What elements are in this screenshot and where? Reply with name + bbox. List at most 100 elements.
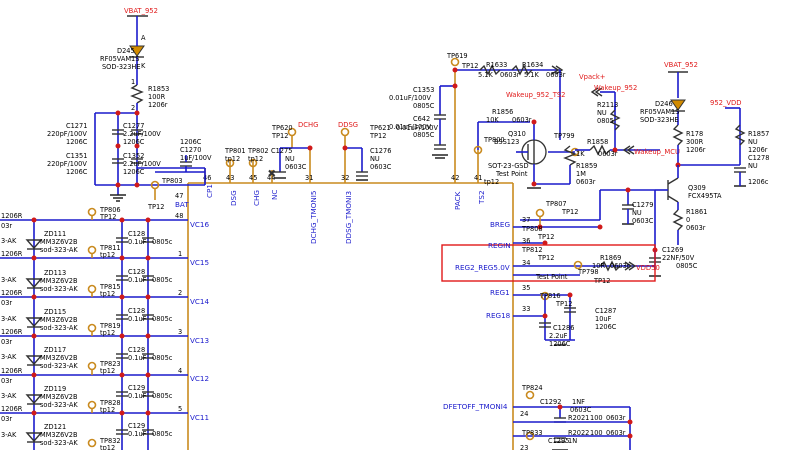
r1869-value: 10R <box>592 262 605 270</box>
net-wakeup-952-ts2: Wakeup_952_TS2 <box>506 91 566 99</box>
pin-label-cp1: CP1 <box>205 184 214 198</box>
zd121-value: MM3Z6V2B <box>40 431 78 439</box>
r2021-pkg: 0603r <box>606 414 626 422</box>
c128b-ref: C128 <box>128 268 145 276</box>
pack-network <box>432 57 660 189</box>
r2113-ref: R2113 <box>597 101 618 109</box>
pin-label-vc11: VC11 <box>190 413 209 422</box>
pin-label-reg1: REG1 <box>490 288 510 297</box>
c1275-ref: C1275 <box>271 147 292 155</box>
net-952-vdd: 952_VDD <box>710 99 742 107</box>
test-point-label: Test Point <box>535 273 568 281</box>
tp801-type: tp12 <box>225 155 240 163</box>
c642-ref: C642 <box>413 115 430 123</box>
tp816-ref: TP816 <box>539 292 561 300</box>
c1278-pkg: 1206c <box>748 178 769 186</box>
tp806-ref: TP806 <box>99 206 121 214</box>
c1351-pkg: 1206C <box>66 168 88 176</box>
r2021-ref: R2021 <box>568 414 589 422</box>
zd121-ref: ZD121 <box>44 423 66 431</box>
tp828-type: tp12 <box>100 406 115 414</box>
c1278-ref: C1278 <box>748 154 769 162</box>
zd113-value: MM3Z6V2B <box>40 277 78 285</box>
c1269-ref: C1269 <box>662 246 683 254</box>
c1277-value: 2.2uF/100V <box>123 130 161 138</box>
left-03r-2: 03r <box>1 299 12 307</box>
c1353-value: 0.01uF/100V <box>389 94 431 102</box>
pin-label-pack: PACK <box>453 191 462 210</box>
r1859-ref: R1859 <box>576 162 597 170</box>
r2113-value: NU <box>597 109 607 117</box>
d245-pkg: SOD-323HE <box>102 63 141 71</box>
tp799-ref: TP799 <box>553 132 575 140</box>
c128a-ref: C128 <box>128 230 145 238</box>
zd115-ref: ZD115 <box>44 308 66 316</box>
pin-number-37: 37 <box>522 216 530 224</box>
pin-number-47: 47 <box>175 192 183 200</box>
r1861-value: 0 <box>686 216 690 224</box>
tp801-ref: TP801 <box>224 147 246 155</box>
c1275-value: NU <box>285 155 295 163</box>
pin-label-vc15: VC15 <box>190 258 209 267</box>
pin-label-bat: BAT <box>175 200 189 209</box>
c1271-ref: C1271 <box>66 122 87 130</box>
net-vdd50: VDD50 <box>636 264 660 272</box>
left-03r-4: 03r <box>1 377 12 385</box>
c1279-pkg: 0603C <box>632 217 654 225</box>
c128b-value: 0.1uF <box>128 276 147 284</box>
zd117-value: MM3Z6V2B <box>40 354 78 362</box>
zd113-ref: ZD113 <box>44 269 66 277</box>
r1856-value: 10K <box>486 116 499 124</box>
net-vpack: Vpack+ <box>579 73 606 81</box>
zd117-ref: ZD117 <box>44 346 66 354</box>
tp815-type: tp12 <box>100 290 115 298</box>
c1351-ref: C1351 <box>66 152 87 160</box>
pin-number-42: 42 <box>451 174 459 182</box>
c1270-pkg: 1206C <box>180 138 202 146</box>
tp798-ref: TP798 <box>577 268 599 276</box>
nc-mark: × <box>268 169 276 179</box>
zd111-ref: ZD111 <box>44 230 66 238</box>
left-res-6: 1206R <box>1 405 23 413</box>
c1276-value: 0.01uF/100V <box>396 124 438 132</box>
c1270-ref: C1270 <box>180 146 201 154</box>
c128d-ref: C128 <box>128 346 145 354</box>
r1861-pkg: 0603r <box>686 224 706 232</box>
tp823-type: tp12 <box>100 367 115 375</box>
pin-number-46: 46 <box>203 174 211 182</box>
tp803-ref: TP803 <box>161 177 183 185</box>
left-ak-3: 3-AK <box>1 315 17 323</box>
left-ak-5: 3-AK <box>1 392 17 400</box>
left-res-2: 1206R <box>1 250 23 258</box>
pin-number-4: 4 <box>178 367 182 375</box>
tp806-type: TP12 <box>99 213 116 221</box>
c128c-pkg: 0805c <box>152 315 173 323</box>
r1858-ref: R1858 <box>587 138 608 146</box>
pin-label-regin: REGIN <box>488 241 511 250</box>
pin-number-44: 44 <box>267 174 275 182</box>
zd113-pkg: sod-323-AK <box>40 285 78 293</box>
zd117-pkg: sod-323-AK <box>40 362 78 370</box>
q310-value: BSS123 <box>494 138 519 146</box>
c1269-pkg: 0805C <box>676 262 698 270</box>
r1853-ref: R1853 <box>148 85 169 93</box>
tp819-type: tp12 <box>100 329 115 337</box>
c128c-ref: C128 <box>128 307 145 315</box>
d245-value: RF05VAM1S <box>100 55 139 63</box>
c1292-value: 1NF <box>572 398 585 406</box>
pin-number-36: 36 <box>522 237 530 245</box>
r1633-value: 5.1K <box>478 71 493 79</box>
c1352-ref: C1352 <box>123 152 144 160</box>
c1276-ref: C1276 <box>370 147 391 155</box>
zd119-value: MM3Z6V2B <box>40 393 78 401</box>
pin-number-48: 48 <box>175 212 183 220</box>
r1858-value: 1K <box>576 150 585 158</box>
zd119-pkg: sod-323-AK <box>40 401 78 409</box>
tp815-ref: TP815 <box>99 283 121 291</box>
r1853-pin-1: 1 <box>131 78 135 86</box>
r1857-value: NU <box>748 138 758 146</box>
tp828-ref: TP828 <box>99 399 121 407</box>
r1857-pkg: 1206r <box>748 146 768 154</box>
d245-pin-k: K <box>141 62 146 70</box>
